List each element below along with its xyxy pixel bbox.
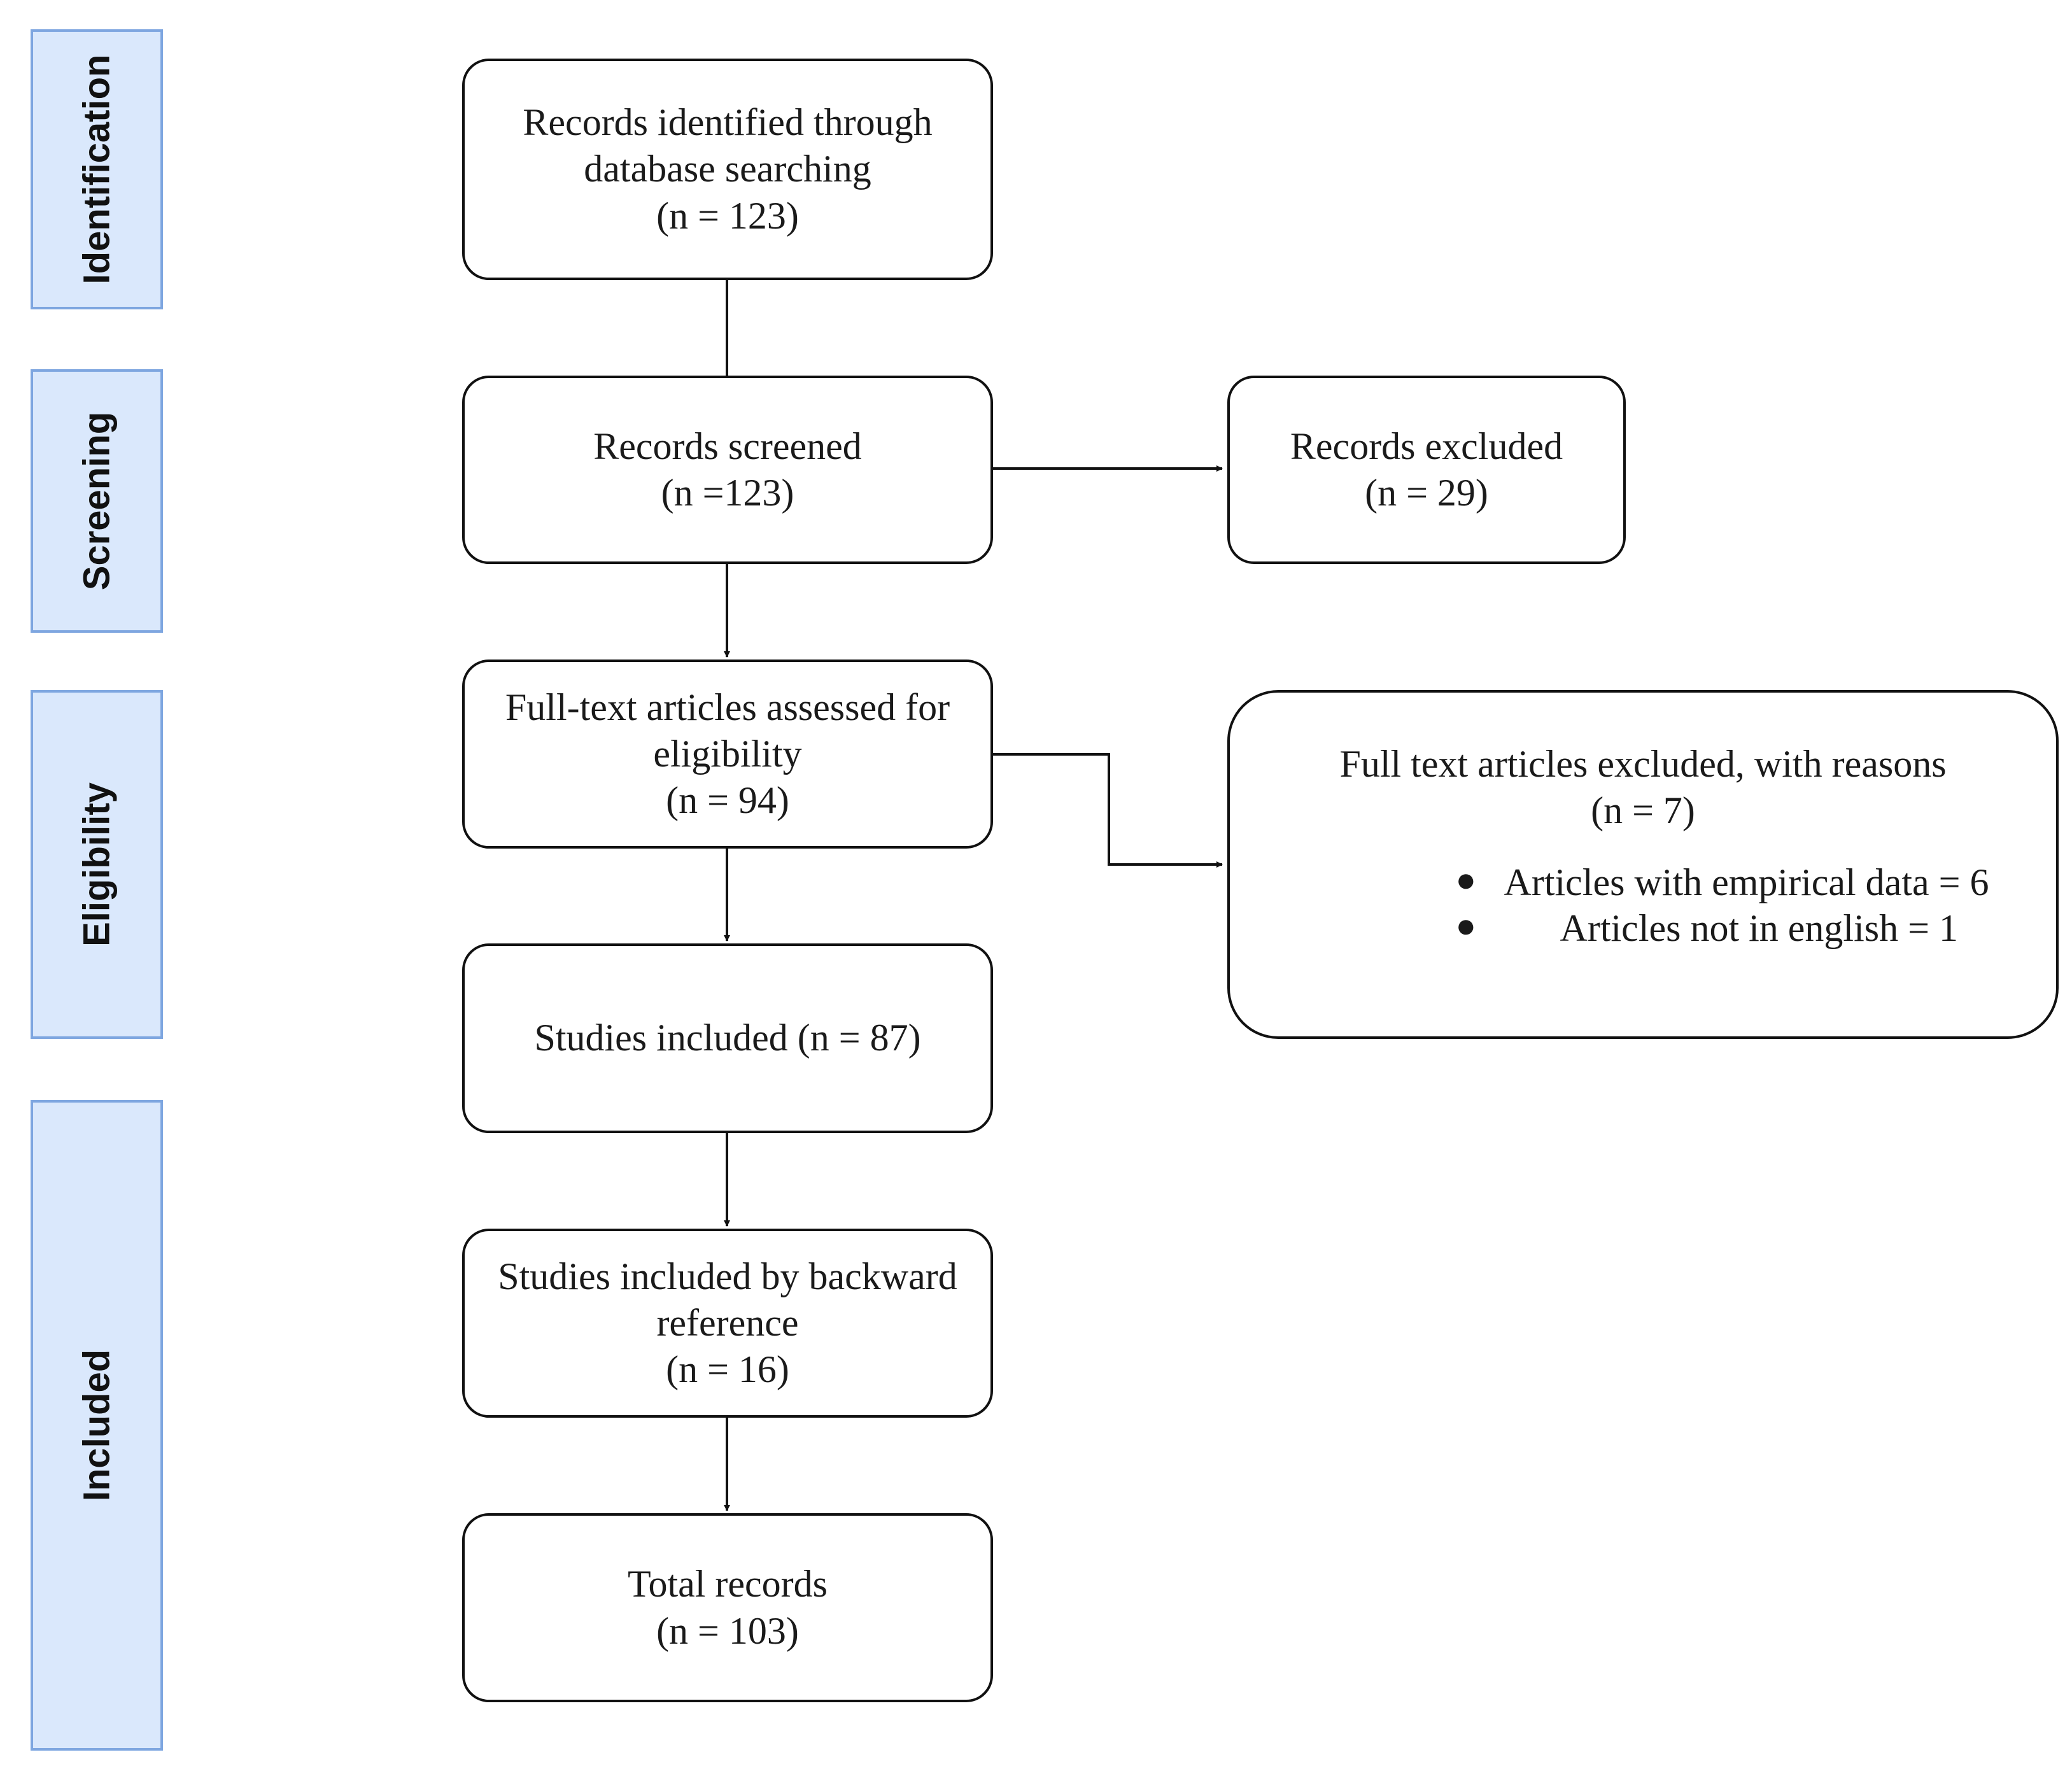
- exclusion-reason-text: Articles with empirical data = 6: [1504, 861, 1989, 904]
- records-excluded-count: (n = 29): [1365, 472, 1488, 514]
- fulltext-assessed-line-1: Full-text articles assessed for: [505, 686, 950, 728]
- arrow-fulltext-to-fulltext-excluded: [993, 753, 1223, 868]
- fulltext-excluded-count: (n = 7): [1591, 789, 1695, 832]
- records-screened-text: Records screened (n =123): [593, 423, 861, 516]
- records-identified-text: Records identified through database sear…: [523, 99, 932, 239]
- box-records-identified: Records identified through database sear…: [462, 59, 993, 280]
- exclusion-reason-item: ● Articles not in english = 1: [1456, 905, 1989, 951]
- backward-reference-line-2: reference: [656, 1301, 799, 1344]
- records-excluded-line-1: Records excluded: [1290, 425, 1563, 467]
- stage-eligibility: Eligibility: [31, 690, 163, 1039]
- stage-label-identification: Identification: [76, 54, 118, 285]
- bullet-icon: ●: [1455, 861, 1477, 900]
- studies-included-text: Studies included (n = 87): [534, 1015, 920, 1061]
- fulltext-assessed-line-2: eligibility: [653, 732, 802, 775]
- backward-reference-count: (n = 16): [666, 1348, 789, 1391]
- box-records-screened: Records screened (n =123): [462, 376, 993, 564]
- fulltext-assessed-count: (n = 94): [666, 779, 789, 822]
- bullet-icon: ●: [1455, 907, 1477, 945]
- exclusion-reasons-list: ● Articles with empirical data = 6 ● Art…: [1456, 859, 1989, 951]
- total-records-count: (n = 103): [656, 1609, 799, 1652]
- records-identified-count: (n = 123): [656, 194, 799, 237]
- records-identified-line-2: database searching: [584, 148, 871, 190]
- backward-reference-text: Studies included by backward reference (…: [498, 1253, 957, 1393]
- box-total-records: Total records (n = 103): [462, 1513, 993, 1702]
- total-records-line-1: Total records: [627, 1563, 828, 1605]
- records-excluded-text: Records excluded (n = 29): [1290, 423, 1563, 516]
- box-studies-included: Studies included (n = 87): [462, 943, 993, 1133]
- fulltext-assessed-text: Full-text articles assessed for eligibil…: [505, 684, 950, 824]
- fulltext-excluded-line-1: Full text articles excluded, with reason…: [1339, 743, 1947, 785]
- backward-reference-line-1: Studies included by backward: [498, 1255, 957, 1297]
- exclusion-reason-text: Articles not in english = 1: [1560, 907, 1958, 950]
- box-backward-reference: Studies included by backward reference (…: [462, 1229, 993, 1418]
- records-screened-line-1: Records screened: [593, 425, 862, 467]
- total-records-text: Total records (n = 103): [628, 1561, 828, 1654]
- fulltext-excluded-text: Full text articles excluded, with reason…: [1297, 741, 1989, 951]
- stage-screening: Screening: [31, 369, 163, 633]
- records-identified-line-1: Records identified through: [523, 101, 933, 144]
- box-records-excluded: Records excluded (n = 29): [1227, 376, 1626, 564]
- stage-label-eligibility: Eligibility: [76, 782, 118, 947]
- exclusion-reason-item: ● Articles with empirical data = 6: [1456, 859, 1989, 905]
- stage-label-screening: Screening: [76, 411, 118, 591]
- stage-identification: Identification: [31, 29, 163, 309]
- stage-label-included: Included: [76, 1349, 118, 1502]
- records-screened-count: (n =123): [661, 472, 794, 514]
- stage-included: Included: [31, 1100, 163, 1751]
- studies-included-line-1: Studies included (n = 87): [534, 1017, 921, 1059]
- box-fulltext-excluded: Full text articles excluded, with reason…: [1227, 690, 2059, 1039]
- box-fulltext-assessed: Full-text articles assessed for eligibil…: [462, 660, 993, 849]
